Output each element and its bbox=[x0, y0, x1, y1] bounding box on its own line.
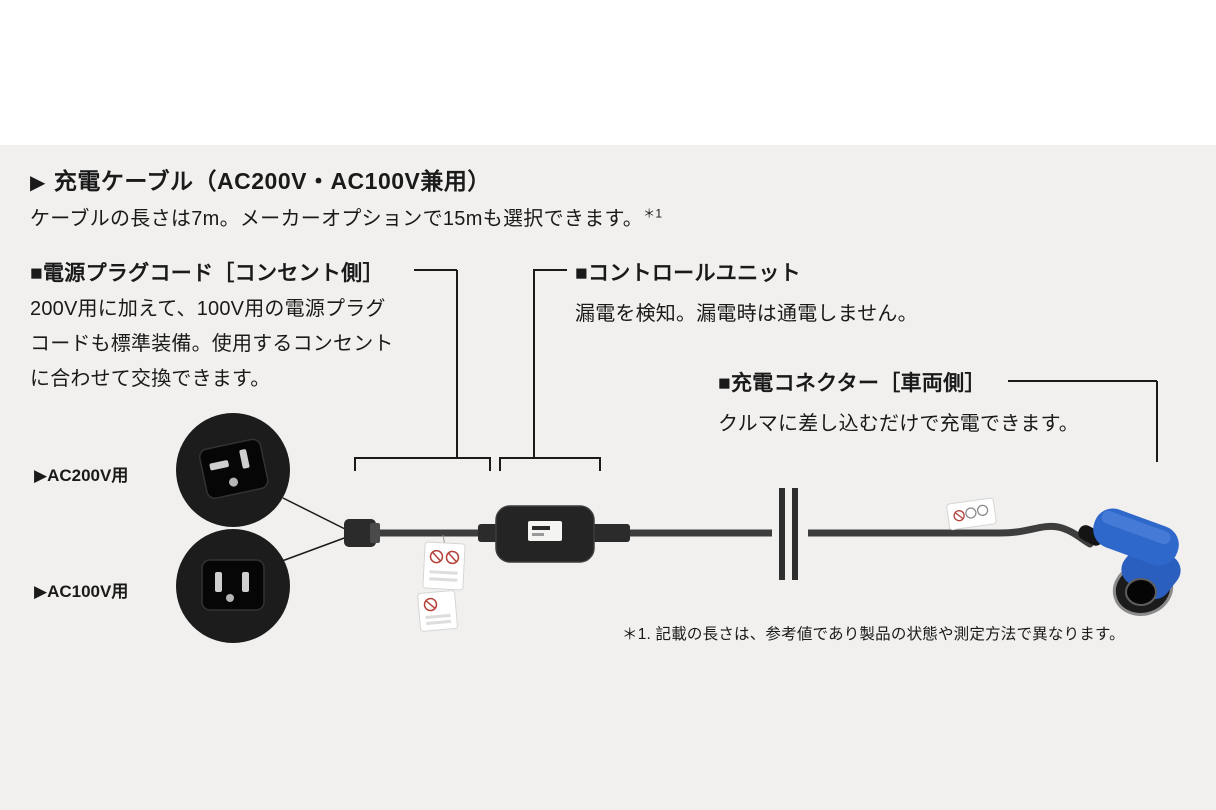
section-heading-control-unit: ■コントロールユニット bbox=[575, 262, 801, 285]
label-ac100v: ▶AC100V用 bbox=[34, 582, 129, 601]
footnote-text: ＊1. 記載の長さは、参考値であり製品の状態や測定方法で異なります。 bbox=[622, 626, 1125, 643]
footnote-reference: ＊1 bbox=[643, 206, 663, 221]
section-body-control-unit: 漏電を検知。漏電時は通電しません。 bbox=[575, 303, 918, 325]
plug-cord-body-line-3: に合わせて交換できます。 bbox=[30, 368, 271, 390]
title-text: 充電ケーブル（AC200V・AC100V兼用） bbox=[53, 168, 491, 194]
cable-length-note: ケーブルの長さは7m。メーカーオプションで15mも選択できます。＊1 bbox=[30, 202, 662, 231]
section-body-plug-cord: 200V用に加えて、100V用の電源プラグ コードも標準装備。使用するコンセント… bbox=[30, 292, 460, 397]
title-arrow-marker: ▶ bbox=[30, 172, 46, 194]
section-heading-connector: ■充電コネクター［車両側］ bbox=[718, 372, 986, 395]
section-heading-plug-cord: ■電源プラグコード［コンセント側］ bbox=[30, 262, 384, 285]
section-body-connector: クルマに差し込むだけで充電できます。 bbox=[718, 413, 1079, 435]
plug-cord-body-line-2: コードも標準装備。使用するコンセント bbox=[30, 333, 394, 355]
diagram-title: ▶ 充電ケーブル（AC200V・AC100V兼用） bbox=[30, 162, 491, 196]
plug-cord-body-line-1: 200V用に加えて、100V用の電源プラグ bbox=[30, 298, 386, 320]
cable-length-note-text: ケーブルの長さは7m。メーカーオプションで15mも選択できます。 bbox=[30, 208, 644, 230]
label-ac200v: ▶AC200V用 bbox=[34, 466, 129, 485]
